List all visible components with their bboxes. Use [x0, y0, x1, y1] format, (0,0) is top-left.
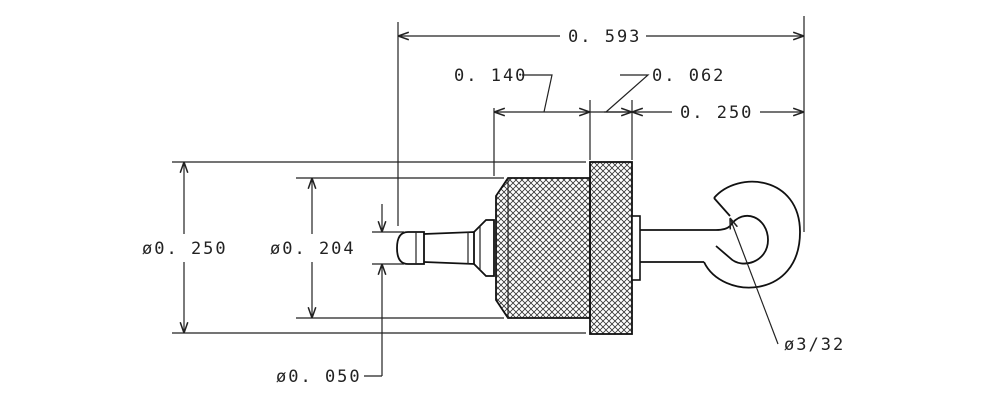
knurled-body [495, 177, 591, 319]
extension-lines [172, 16, 805, 334]
collar [473, 219, 495, 277]
dim-pin-diameter: ø0. 050 [276, 367, 362, 387]
dim-body-diameter: ø0. 204 [270, 239, 356, 259]
dim-flange-length: 0. 062 [652, 66, 725, 86]
dim-hook-wire-diameter: ø3/32 [784, 335, 845, 355]
dim-hook-length: 0. 250 [680, 103, 753, 123]
part-outline [396, 161, 801, 335]
dimension-lines [184, 36, 804, 377]
hook-outer [703, 180, 801, 289]
knurled-flange [589, 161, 633, 335]
pin-tip [396, 231, 425, 265]
dim-overall-length: 0. 593 [568, 27, 641, 47]
hook-wire [640, 225, 731, 231]
pin-shaft [423, 231, 475, 265]
dimension-labels: 0. 593 0. 140 0. 062 0. 250 ø0. 250 ø0. … [140, 26, 845, 387]
dim-body-length: 0. 140 [454, 66, 527, 86]
dim-flange-diameter: ø0. 250 [142, 239, 228, 259]
hook-inner [715, 214, 769, 265]
hook-collar [631, 215, 641, 281]
